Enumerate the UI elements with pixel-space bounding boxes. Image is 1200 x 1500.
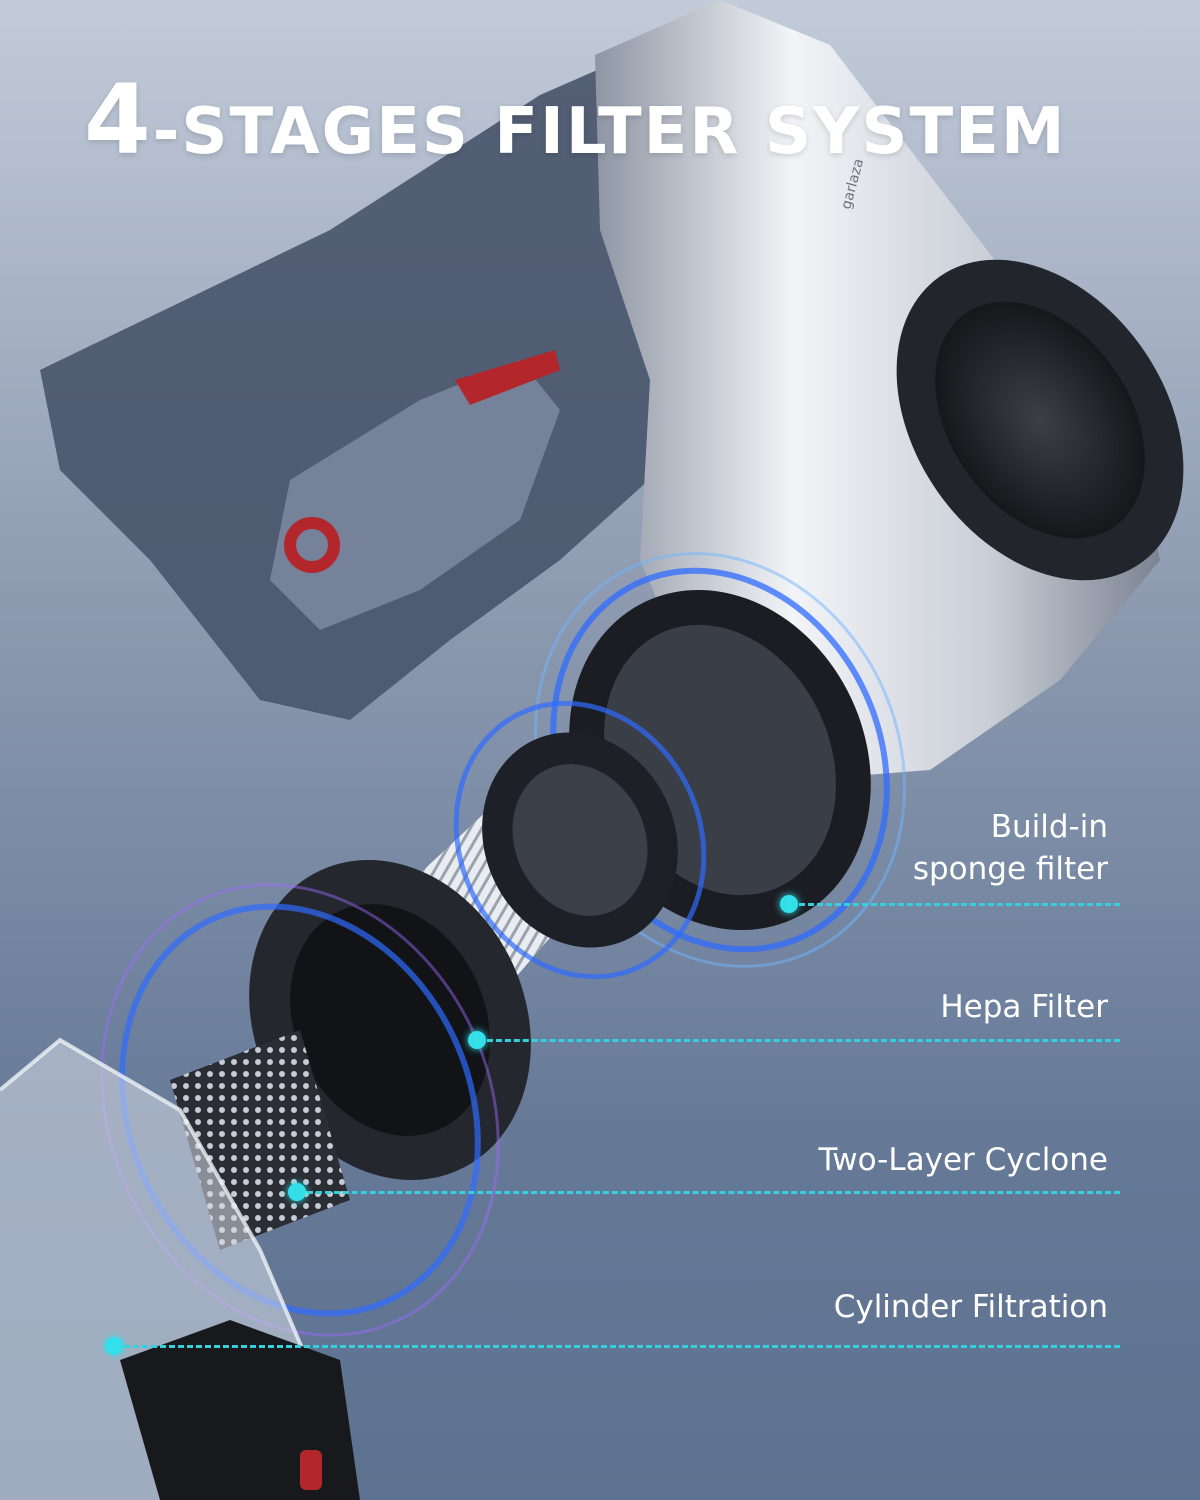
marker-dot-cylinder <box>105 1337 123 1355</box>
title-text: -STAGES FILTER SYSTEM <box>152 95 1067 169</box>
marker-dot-cyclone <box>288 1183 306 1201</box>
marker-dot-sponge <box>780 895 798 913</box>
marker-dot-hepa <box>468 1031 486 1049</box>
leader-line-hepa <box>478 1039 1120 1042</box>
dust-cylinder-part <box>0 1037 360 1500</box>
label-sponge-line2: sponge filter <box>912 851 1108 887</box>
label-sponge-line1: Build-in <box>990 809 1108 845</box>
label-cyclone: Two-Layer Cyclone <box>818 1142 1108 1178</box>
label-sponge-filter: Build-in sponge filter <box>913 806 1108 890</box>
leader-line-cylinder <box>115 1345 1120 1348</box>
page-title: 4-STAGES FILTER SYSTEM <box>84 72 1067 168</box>
handle-body <box>40 60 700 720</box>
label-hepa-filter: Hepa Filter <box>940 989 1108 1025</box>
label-cylinder: Cylinder Filtration <box>833 1289 1108 1325</box>
motor-head: garlaza <box>595 0 1184 780</box>
title-number: 4 <box>84 64 153 176</box>
leader-line-cyclone <box>298 1191 1120 1194</box>
leader-line-sponge <box>790 903 1120 906</box>
